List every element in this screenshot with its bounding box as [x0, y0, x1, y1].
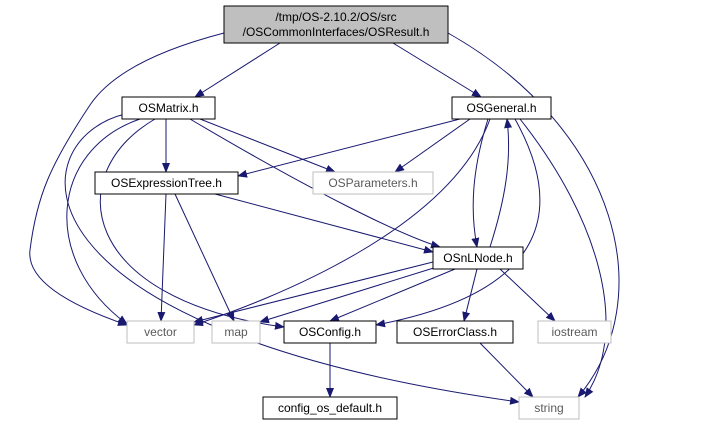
node-vector[interactable]: vector — [126, 320, 195, 344]
node-label-root: /tmp/OS-2.10.2/OS/src — [275, 10, 396, 24]
node-oserrorclass[interactable]: OSErrorClass.h — [396, 320, 514, 344]
node-label-osgeneral: OSGeneral.h — [466, 101, 536, 115]
node-osnlnode[interactable]: OSnLNode.h — [432, 246, 524, 270]
edge-root-to-osgeneral — [392, 42, 482, 98]
edge-osmatrix-to-osnlnode — [189, 118, 441, 249]
dependency-edges — [29, 32, 620, 405]
node-box-osexpressiontree[interactable] — [94, 171, 239, 195]
edge-osmatrix-to-string — [64, 113, 520, 405]
edge-oserrorclass-to-string — [479, 342, 534, 398]
edge-osgeneral-to-vector — [193, 118, 491, 326]
node-label-map: map — [224, 325, 248, 339]
dependency-nodes: /tmp/OS-2.10.2/OS/src/OSCommonInterfaces… — [94, 5, 612, 420]
edge-osexpressiontree-to-osnlnode — [214, 193, 434, 254]
edge-osnlnode-to-osgeneral — [489, 118, 513, 248]
edge-osmatrix-to-vector — [66, 118, 141, 325]
node-map[interactable]: map — [211, 320, 261, 344]
edge-root-to-osmatrix — [194, 42, 281, 98]
edge-osgeneral-to-osexpressiontree — [237, 118, 461, 178]
node-root[interactable]: /tmp/OS-2.10.2/OS/src/OSCommonInterfaces… — [223, 5, 449, 44]
node-box-osconfig[interactable] — [283, 320, 377, 344]
node-osconfig[interactable]: OSConfig.h — [283, 320, 377, 344]
node-label-osexpressiontree: OSExpressionTree.h — [111, 176, 222, 190]
node-osparameters[interactable]: OSParameters.h — [312, 171, 434, 195]
edge-osgeneral-to-osparameters — [394, 118, 471, 173]
node-label-osparameters: OSParameters.h — [328, 176, 417, 190]
node-box-osgeneral[interactable] — [451, 96, 552, 120]
node-config_os_default[interactable]: config_os_default.h — [262, 396, 398, 420]
node-box-root[interactable] — [223, 5, 449, 44]
edge-osnlnode-to-map — [259, 265, 441, 324]
node-label-root: /OSCommonInterfaces/OSResult.h — [243, 25, 430, 39]
node-box-config_os_default[interactable] — [262, 396, 398, 420]
node-osexpressiontree[interactable]: OSExpressionTree.h — [94, 171, 239, 195]
node-osmatrix[interactable]: OSMatrix.h — [121, 96, 216, 120]
node-string[interactable]: string — [518, 396, 580, 420]
node-label-osconfig: OSConfig.h — [299, 325, 361, 339]
edge-osmatrix-to-osparameters — [199, 118, 336, 173]
edge-osmatrix-to-osconfig — [99, 118, 285, 330]
node-label-string: string — [534, 401, 563, 415]
edge-osgeneral-to-osnlnode — [471, 118, 489, 248]
edge-osnlnode-to-iostream — [499, 268, 556, 322]
node-box-string[interactable] — [518, 396, 580, 420]
node-osgeneral[interactable]: OSGeneral.h — [451, 96, 552, 120]
edge-osnlnode-to-oserrorclass — [462, 268, 478, 322]
node-iostream[interactable]: iostream — [537, 320, 612, 344]
node-box-oserrorclass[interactable] — [396, 320, 514, 344]
node-box-osparameters[interactable] — [312, 171, 434, 195]
node-box-map[interactable] — [211, 320, 261, 344]
node-box-iostream[interactable] — [537, 320, 612, 344]
node-box-osmatrix[interactable] — [121, 96, 216, 120]
edge-osnlnode-to-osconfig — [329, 268, 456, 322]
node-label-config_os_default: config_os_default.h — [278, 401, 382, 415]
edge-osgeneral-to-osconfig — [375, 118, 541, 328]
edge-osexpressiontree-to-map — [174, 193, 235, 322]
node-label-osnlnode: OSnLNode.h — [443, 251, 512, 265]
node-label-iostream: iostream — [551, 325, 597, 339]
edge-osgeneral-to-string — [519, 118, 607, 398]
node-label-osmatrix: OSMatrix.h — [138, 101, 198, 115]
node-box-osnlnode[interactable] — [432, 246, 524, 270]
edge-osnlnode-to-vector — [193, 261, 434, 324]
edge-root-to-vector — [29, 32, 225, 326]
edge-osexpressiontree-to-vector — [157, 193, 167, 322]
node-label-vector: vector — [144, 325, 177, 339]
node-label-oserrorclass: OSErrorClass.h — [413, 325, 497, 339]
edge-root-to-string — [447, 32, 620, 398]
node-box-vector[interactable] — [126, 320, 195, 344]
